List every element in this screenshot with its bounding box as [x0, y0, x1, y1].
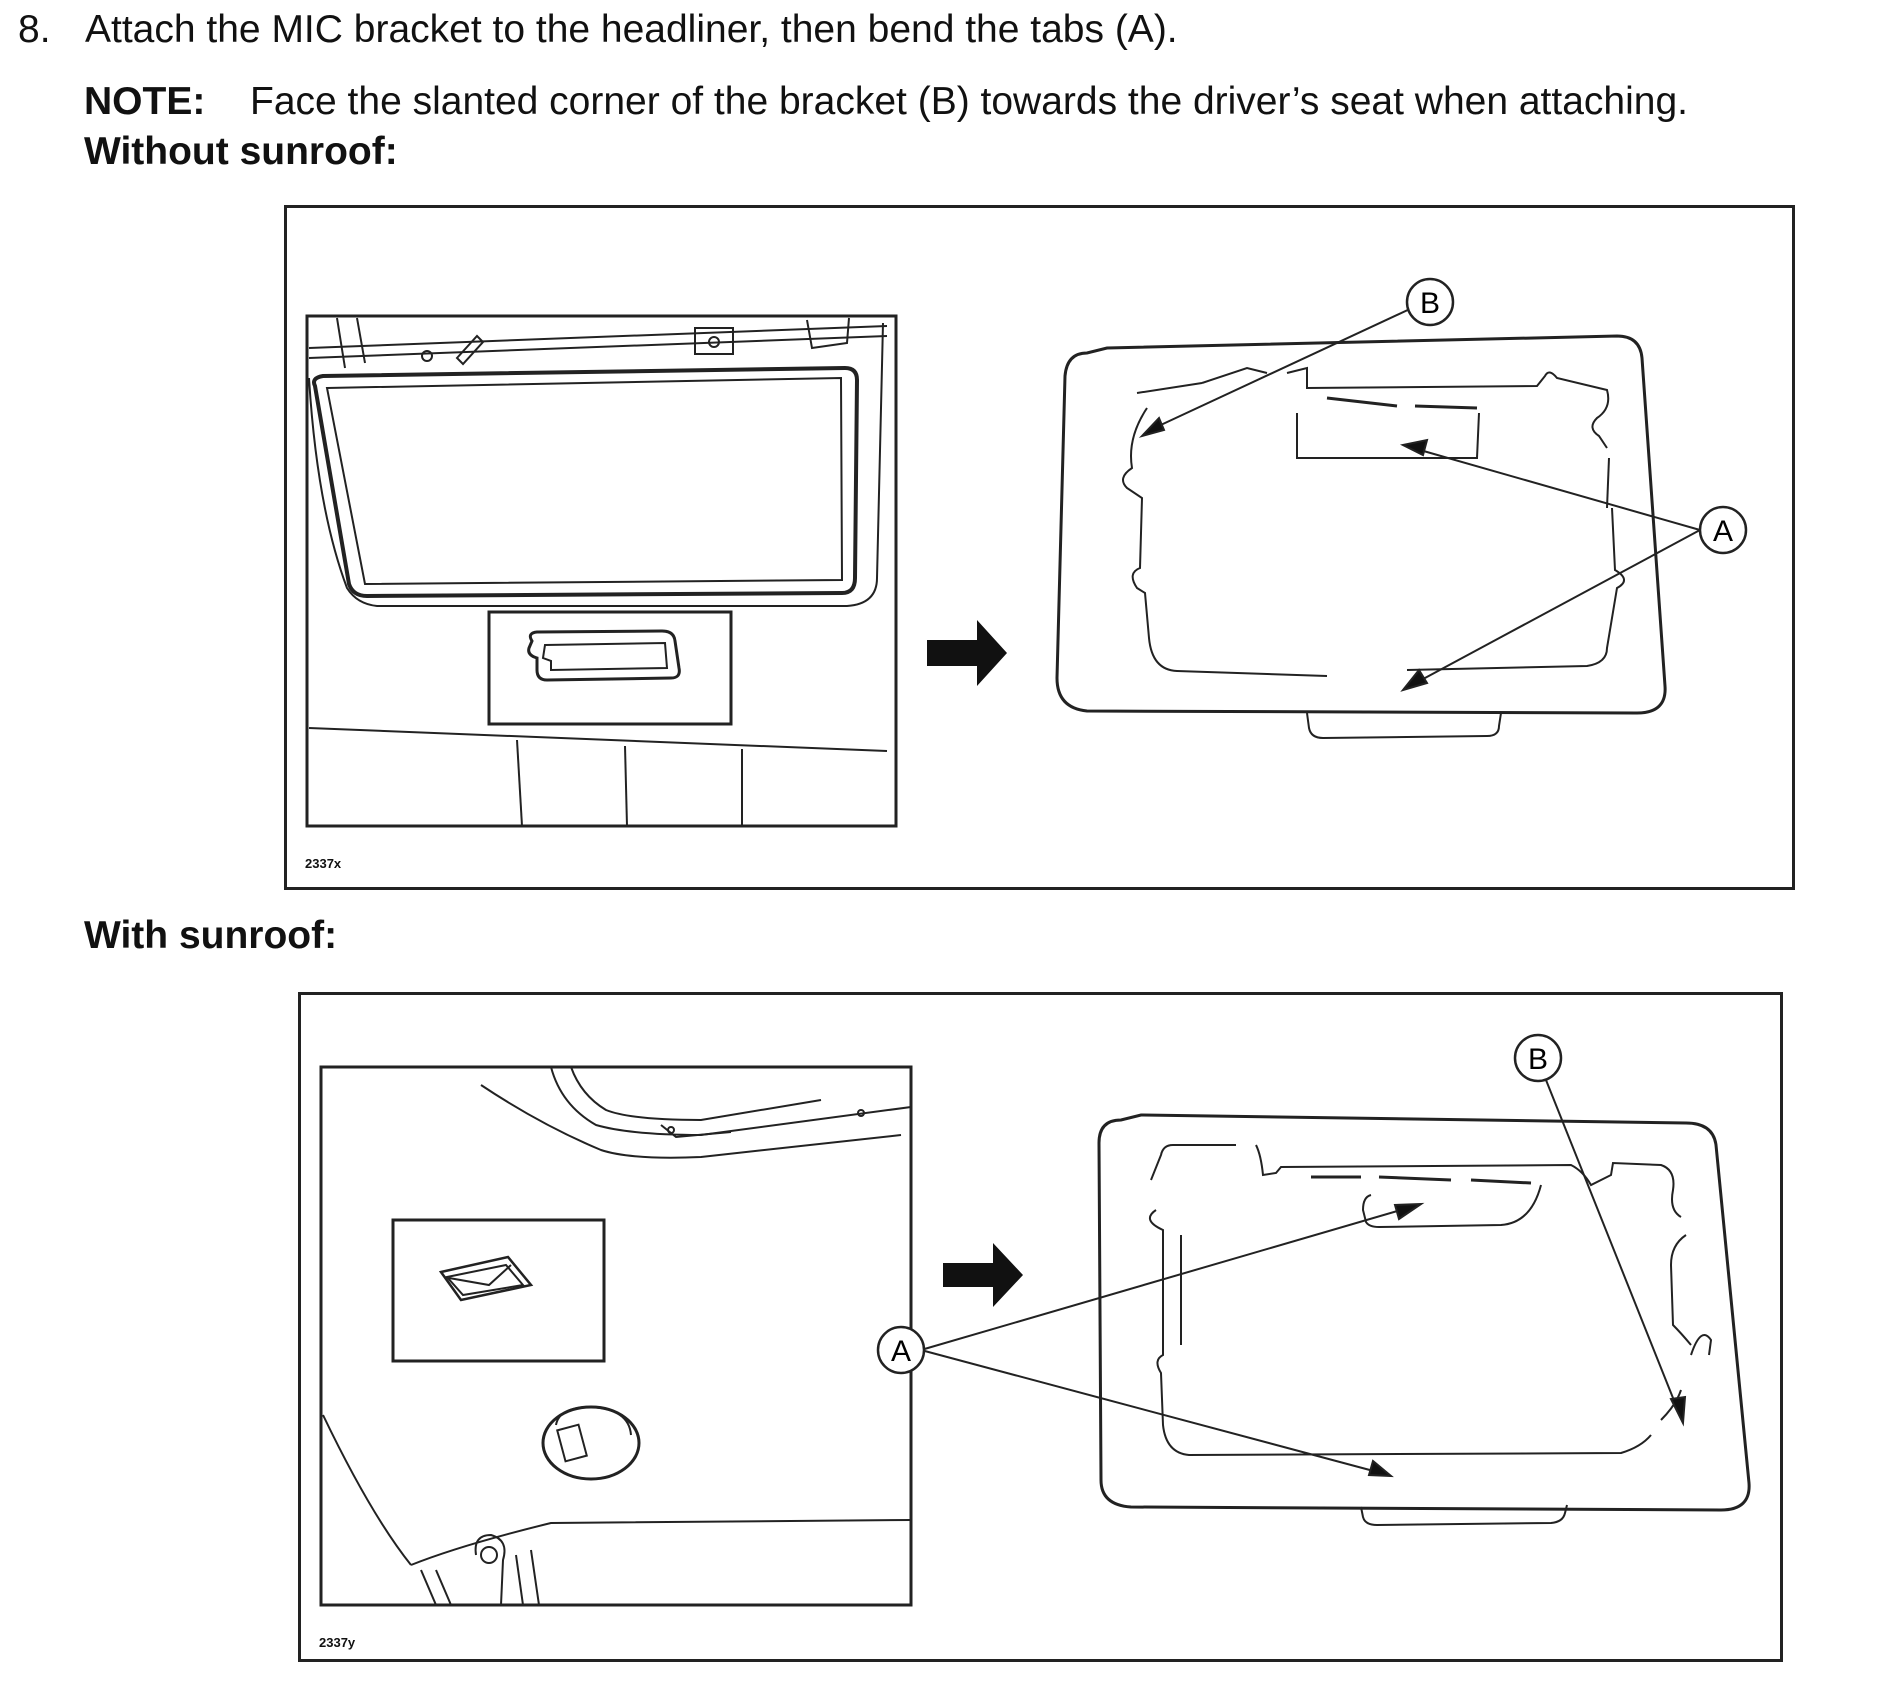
- figure-with-sunroof-drawing: B A: [319, 1033, 1751, 1607]
- callout-a-label: A: [891, 1335, 911, 1368]
- figure-without-sunroof-drawing: B A: [305, 277, 1748, 828]
- note: NOTE: Face the slanted corner of the brac…: [84, 80, 1688, 124]
- headliner-illustration: [319, 1065, 913, 1607]
- headliner-panel-border: [305, 314, 898, 828]
- callout-a-with-sunroof: A: [876, 1325, 926, 1375]
- note-text: Face the slanted corner of the bracket (…: [250, 80, 1688, 123]
- leader-lines: [920, 1074, 1687, 1478]
- step-instruction: 8. Attach the MIC bracket to the headline…: [18, 8, 1178, 52]
- section-heading-with-sunroof: With sunroof:: [84, 914, 338, 957]
- figure-with-sunroof: B A 2337y: [298, 992, 1783, 1662]
- headliner-illustration: [305, 314, 898, 828]
- step-text: Attach the MIC bracket to the headliner,…: [85, 8, 1178, 51]
- section-heading-without-sunroof: Without sunroof:: [84, 130, 398, 173]
- callout-a-label: A: [1713, 515, 1733, 548]
- figure-code: 2337y: [319, 1635, 356, 1650]
- callout-a-without-sunroof: A: [1698, 505, 1748, 555]
- right-arrow-icon: [943, 1243, 1023, 1307]
- figure-code: 2337x: [305, 856, 342, 871]
- callout-b-with-sunroof: B: [1513, 1033, 1563, 1083]
- callout-b-label: B: [1528, 1043, 1548, 1076]
- bracket-illustration: [1055, 334, 1667, 740]
- headliner-panel-border: [319, 1065, 913, 1607]
- note-label: NOTE:: [84, 80, 206, 123]
- leader-lines: [1138, 307, 1701, 692]
- callout-b-without-sunroof: B: [1405, 277, 1455, 327]
- callout-b-label: B: [1420, 287, 1440, 320]
- bracket-illustration: [1097, 1113, 1751, 1527]
- figure-without-sunroof: B A 2337x: [284, 205, 1795, 890]
- right-arrow-icon: [927, 620, 1007, 686]
- step-number: 8.: [18, 8, 51, 51]
